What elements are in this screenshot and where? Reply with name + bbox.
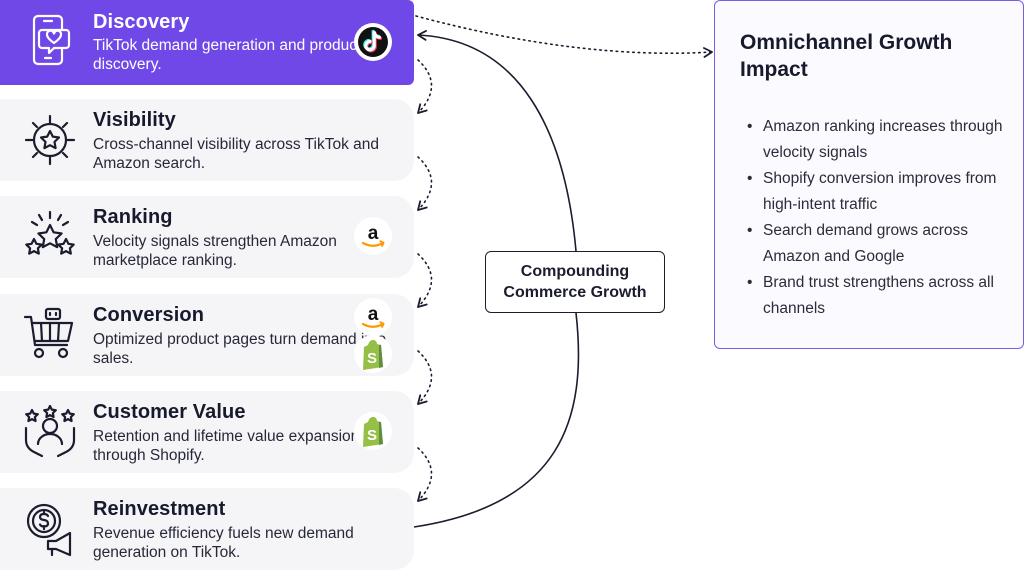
stage-card-customer-value: Customer Value Retention and lifetime va… <box>0 391 414 473</box>
flow-arrow-conversion-customer-value <box>417 350 433 405</box>
stage-title: Visibility <box>93 109 176 131</box>
stage-description: Velocity signals strengthen Amazon marke… <box>93 233 337 269</box>
impact-bullet: Brand trust strengthens across all chann… <box>747 270 1009 322</box>
svg-text:S: S <box>367 427 377 444</box>
flow-arrow-customer-value-reinvestment <box>417 447 433 502</box>
stage-description: Optimized product pages turn demand into… <box>93 331 386 367</box>
stage-description: Cross-channel visibility across TikTok a… <box>93 136 379 172</box>
stage-card-ranking: Ranking Velocity signals strengthen Amaz… <box>0 196 414 278</box>
flow-arrow-discovery-visibility <box>417 59 433 114</box>
impact-bullet: Amazon ranking increases through velocit… <box>747 114 1009 166</box>
flow-arrow-visibility-ranking <box>417 156 433 211</box>
three-stars-icon <box>22 209 78 265</box>
target-star-icon <box>22 112 78 168</box>
impact-heading-line2: Impact <box>740 58 808 81</box>
stage-description: Retention and lifetime value expansion t… <box>93 428 360 464</box>
center-node-line1: Compounding <box>520 263 630 280</box>
customer-stars-icon <box>22 404 78 460</box>
impact-bullet: Shopify conversion improves from high-in… <box>747 166 1009 218</box>
dollar-megaphone-icon <box>22 501 78 557</box>
impact-bullet: Search demand grows across Amazon and Go… <box>747 218 1009 270</box>
shopify-logo-icon: S <box>353 334 393 374</box>
stage-title: Reinvestment <box>93 498 226 520</box>
stage-title: Conversion <box>93 304 205 326</box>
impact-heading-line1: Omnichannel Growth <box>740 31 953 54</box>
svg-text:a: a <box>368 304 379 325</box>
stage-title: Ranking <box>93 206 173 228</box>
amazon-logo-icon: a <box>353 216 393 256</box>
shopping-cart-icon <box>22 307 78 363</box>
svg-text:S: S <box>367 350 377 367</box>
phone-heart-icon <box>22 12 78 68</box>
compounding-growth-node: Compounding Commerce Growth <box>485 251 665 313</box>
impact-bullet-list: Amazon ranking increases through velocit… <box>747 114 1009 322</box>
impact-link-arrow <box>415 15 713 58</box>
stage-card-conversion: Conversion Optimized product pages turn … <box>0 294 414 376</box>
amazon-logo-icon: a <box>353 297 393 337</box>
svg-text:a: a <box>368 223 379 244</box>
flow-arrow-ranking-conversion <box>417 253 433 308</box>
stage-card-discovery: Discovery TikTok demand generation and p… <box>0 0 414 85</box>
stage-card-visibility: Visibility Cross-channel visibility acro… <box>0 99 414 181</box>
tiktok-logo-icon <box>353 22 393 62</box>
stage-description: TikTok demand generation and product dis… <box>93 37 362 73</box>
center-node-line2: Commerce Growth <box>503 284 647 301</box>
stage-description: Revenue efficiency fuels new demand gene… <box>93 525 354 561</box>
omnichannel-impact-panel: Omnichannel Growth Impact Amazon ranking… <box>714 0 1024 349</box>
shopify-logo-icon: S <box>353 411 393 451</box>
stage-title: Discovery <box>93 11 190 33</box>
impact-heading: Omnichannel Growth Impact <box>740 29 1010 83</box>
stage-title: Customer Value <box>93 401 246 423</box>
stage-card-reinvestment: Reinvestment Revenue efficiency fuels ne… <box>0 488 414 570</box>
